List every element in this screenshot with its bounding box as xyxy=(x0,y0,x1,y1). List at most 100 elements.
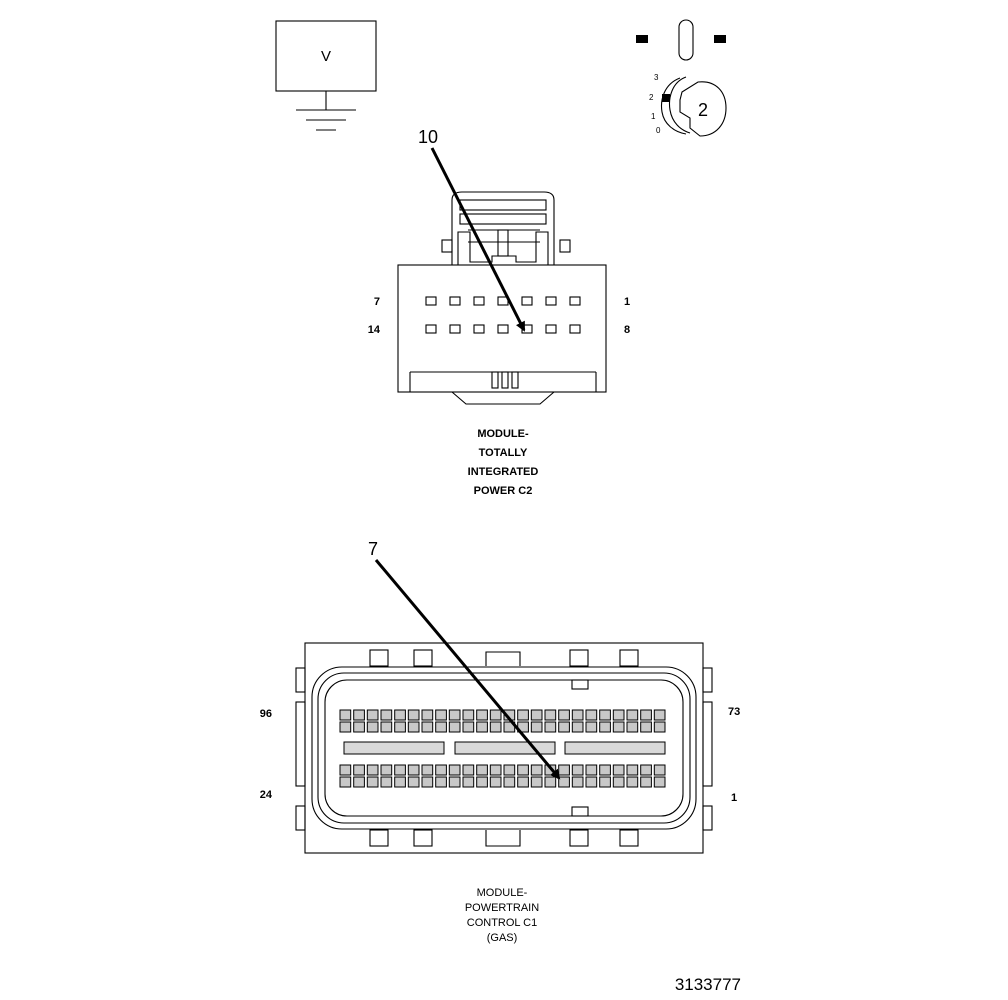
c1-pin-cavity xyxy=(489,776,502,788)
c1-pin-cavity xyxy=(353,776,365,788)
c1-pin-cavity xyxy=(585,764,598,776)
c1-pin-cavity xyxy=(653,709,666,721)
c1-pin-cavity xyxy=(394,721,406,733)
c1-pin-cavity xyxy=(585,709,598,721)
c1-pin-cavity xyxy=(640,776,652,788)
c1-callout-arrow xyxy=(374,559,561,780)
c1-pin-cavity xyxy=(558,776,570,788)
c2-pin-cavity xyxy=(425,296,437,306)
c1-pin-cavity xyxy=(544,709,557,721)
c2-pin-grid xyxy=(425,296,581,334)
c1-pin-cavity xyxy=(448,776,461,788)
c1-pin-cavity xyxy=(517,764,529,776)
c1-pin-cavity xyxy=(380,776,393,788)
c1-pin-cavity xyxy=(394,709,406,721)
c1-pin-cavity xyxy=(339,776,352,788)
voltmeter-symbol: V xyxy=(275,20,377,131)
c1-pin-cavity xyxy=(503,764,516,776)
c1-pin-cavity xyxy=(530,709,543,721)
c2-pin-cavity xyxy=(545,296,557,306)
selector-knob-value: 2 xyxy=(698,100,708,120)
c2-pin-label-1: 1 xyxy=(624,296,630,308)
selector-pointer xyxy=(662,94,670,102)
c1-pin-cavity xyxy=(435,764,447,776)
c1-pin-cavity xyxy=(407,776,420,788)
c1-pin-cavity xyxy=(380,721,393,733)
c2-pin-cavity xyxy=(473,296,485,306)
c1-pin-cavity xyxy=(366,721,379,733)
connector-c2: 7 1 14 8 10 MODULE- TOTALLY INTEGRATED P… xyxy=(368,127,630,497)
c1-pin-cavity xyxy=(517,776,529,788)
c1-pin-cavity xyxy=(339,764,352,776)
figure-number: 3133777 xyxy=(675,975,741,994)
c1-pin-cavity xyxy=(571,776,584,788)
c1-caption-line-3: CONTROL C1 xyxy=(467,917,538,929)
c1-pin-cavity xyxy=(530,776,543,788)
c1-pin-cavity xyxy=(612,709,625,721)
c1-pin-cavity xyxy=(462,709,475,721)
c1-pin-cavity xyxy=(517,709,529,721)
c1-pin-cavity xyxy=(462,776,475,788)
selector-pos-2: 2 xyxy=(649,93,654,102)
c1-pin-cavity xyxy=(448,709,461,721)
c1-pin-cavity xyxy=(653,721,666,733)
c2-caption: MODULE- TOTALLY INTEGRATED POWER C2 xyxy=(468,428,539,497)
c1-pin-cavity xyxy=(476,764,488,776)
c1-pin-cavity xyxy=(626,709,639,721)
c1-pin-cavity xyxy=(366,709,379,721)
c1-slot-center xyxy=(454,741,556,755)
c1-pin-label-1: 1 xyxy=(731,792,737,804)
c2-caption-line-3: INTEGRATED xyxy=(468,466,539,478)
connector-c1: 96 73 24 1 7 MODULE- POWERTRAIN CONTROL … xyxy=(260,539,741,944)
c1-pin-cavity xyxy=(353,721,365,733)
c1-pin-cavity xyxy=(366,776,379,788)
c1-pin-cavity xyxy=(462,764,475,776)
c1-pin-cavity xyxy=(489,721,502,733)
c1-pin-label-73: 73 xyxy=(728,706,740,718)
c1-pin-cavity xyxy=(626,764,639,776)
c1-pin-cavity xyxy=(612,721,625,733)
c1-pin-cavity xyxy=(612,776,625,788)
c2-pin-label-8: 8 xyxy=(624,324,630,336)
c1-pin-cavity xyxy=(612,764,625,776)
c1-pin-cavity xyxy=(380,709,393,721)
c1-pin-cavity xyxy=(626,776,639,788)
c1-pin-cavity xyxy=(585,721,598,733)
c1-pin-cavity xyxy=(353,764,365,776)
c1-callout-number: 7 xyxy=(368,539,378,559)
c1-pin-cavity xyxy=(626,721,639,733)
c1-pin-cavity xyxy=(530,764,543,776)
c1-pin-cavity xyxy=(544,776,557,788)
c2-pin-label-14: 14 xyxy=(368,324,381,336)
c1-pin-cavity xyxy=(599,764,611,776)
c1-pin-cavity xyxy=(640,721,652,733)
c1-pin-cavity xyxy=(571,764,584,776)
c1-pin-cavity xyxy=(407,764,420,776)
c2-callout-number: 10 xyxy=(418,127,438,147)
c2-caption-line-1: MODULE- xyxy=(477,428,529,440)
selector-pos-3: 3 xyxy=(654,73,659,82)
c1-pin-cavity xyxy=(489,764,502,776)
c2-pin-cavity xyxy=(449,324,461,334)
c1-pin-cavity xyxy=(653,764,666,776)
c2-pin-cavity xyxy=(473,324,485,334)
c1-pin-cavity xyxy=(435,776,447,788)
c1-pin-grid xyxy=(339,709,666,788)
c1-pin-cavity xyxy=(421,764,434,776)
c1-pin-cavity xyxy=(476,776,488,788)
c1-pin-cavity xyxy=(421,776,434,788)
c1-pin-cavity xyxy=(571,721,584,733)
c1-pin-cavity xyxy=(489,709,502,721)
c2-callout-arrow xyxy=(430,147,526,332)
c1-pin-cavity xyxy=(435,721,447,733)
c1-pin-cavity xyxy=(599,721,611,733)
selector-marker-right xyxy=(714,35,726,43)
c1-pin-label-24: 24 xyxy=(260,789,273,801)
c1-caption: MODULE- POWERTRAIN CONTROL C1 (GAS) xyxy=(465,887,539,944)
c1-pin-cavity xyxy=(476,721,488,733)
c1-pin-cavity xyxy=(544,721,557,733)
c1-pin-cavity xyxy=(353,709,365,721)
selector-pos-0: 0 xyxy=(656,126,661,135)
selector-marker-left xyxy=(636,35,648,43)
